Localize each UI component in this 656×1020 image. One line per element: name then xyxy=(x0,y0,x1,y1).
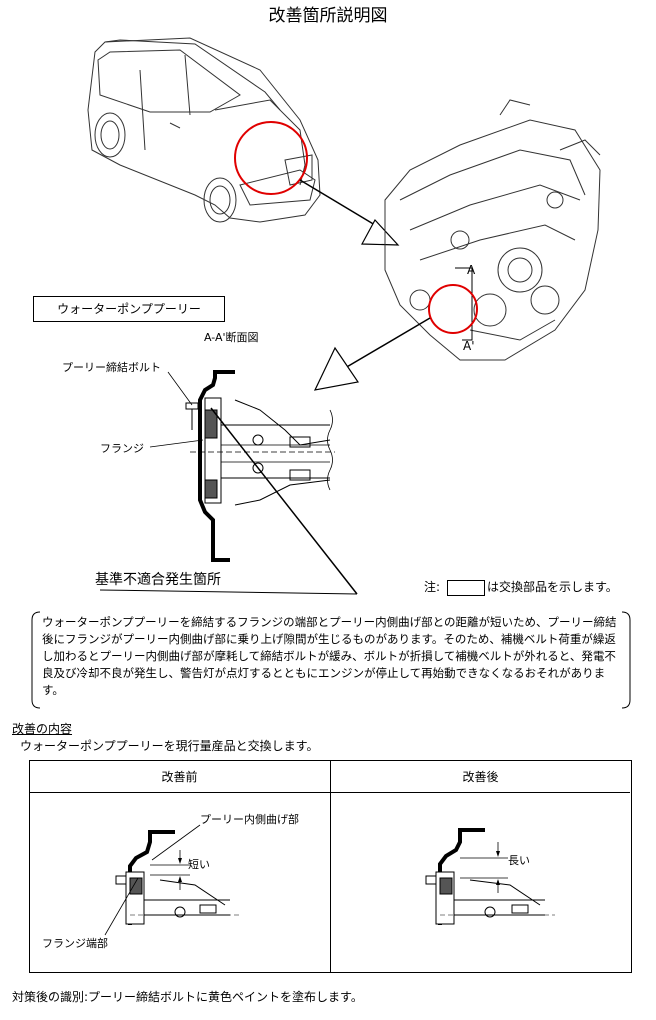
legend-prefix: 注: xyxy=(424,580,441,594)
nonconformity-label: 基準不適合発生箇所 xyxy=(95,572,221,588)
short-label: 短い xyxy=(188,858,210,871)
engine-highlight-circle xyxy=(428,284,478,334)
water-pump-pulley-label: ウォーターポンププーリー xyxy=(33,296,225,322)
improvement-heading: 改善の内容 xyxy=(12,722,73,736)
comparison-divider xyxy=(330,760,331,972)
comparison-header-row xyxy=(29,760,630,793)
vehicle-illustration xyxy=(87,37,321,223)
page-title: 改善箇所説明図 xyxy=(268,6,388,26)
improvement-text: ウォーターポンププーリーを現行量産品と交換します。 xyxy=(20,739,319,753)
flange-end-label: フランジ端部 xyxy=(42,937,108,950)
section-a-label: A xyxy=(467,263,476,277)
after-header: 改善後 xyxy=(462,770,499,784)
pointer-arrow-2 xyxy=(313,317,431,391)
long-label: 長い xyxy=(508,854,530,867)
before-header: 改善前 xyxy=(161,770,198,784)
section-drawing xyxy=(185,370,335,562)
pointer-arrow-1 xyxy=(299,179,400,246)
after-drawing xyxy=(425,828,555,925)
engine-illustration xyxy=(384,99,601,361)
bend-label: プーリー内側曲げ部 xyxy=(200,813,299,826)
before-drawing xyxy=(115,830,240,925)
vehicle-highlight-circle xyxy=(234,121,308,195)
section-title: A-A'断面図 xyxy=(204,331,259,344)
legend-suffix: は交換部品を示します。 xyxy=(487,580,618,594)
legend-swatch xyxy=(447,580,485,596)
section-a-prime-label: A' xyxy=(463,339,475,353)
footer-note: 対策後の識別:プーリー締結ボルトに黄色ペイントを塗布します。 xyxy=(12,990,363,1004)
description-text: ウォーターポンププーリーを締結するフランジの端部とプーリー内側曲げ部との距離が短… xyxy=(42,615,617,697)
flange-label: フランジ xyxy=(100,442,144,455)
bolt-label: プーリー締結ボルト xyxy=(62,361,161,374)
